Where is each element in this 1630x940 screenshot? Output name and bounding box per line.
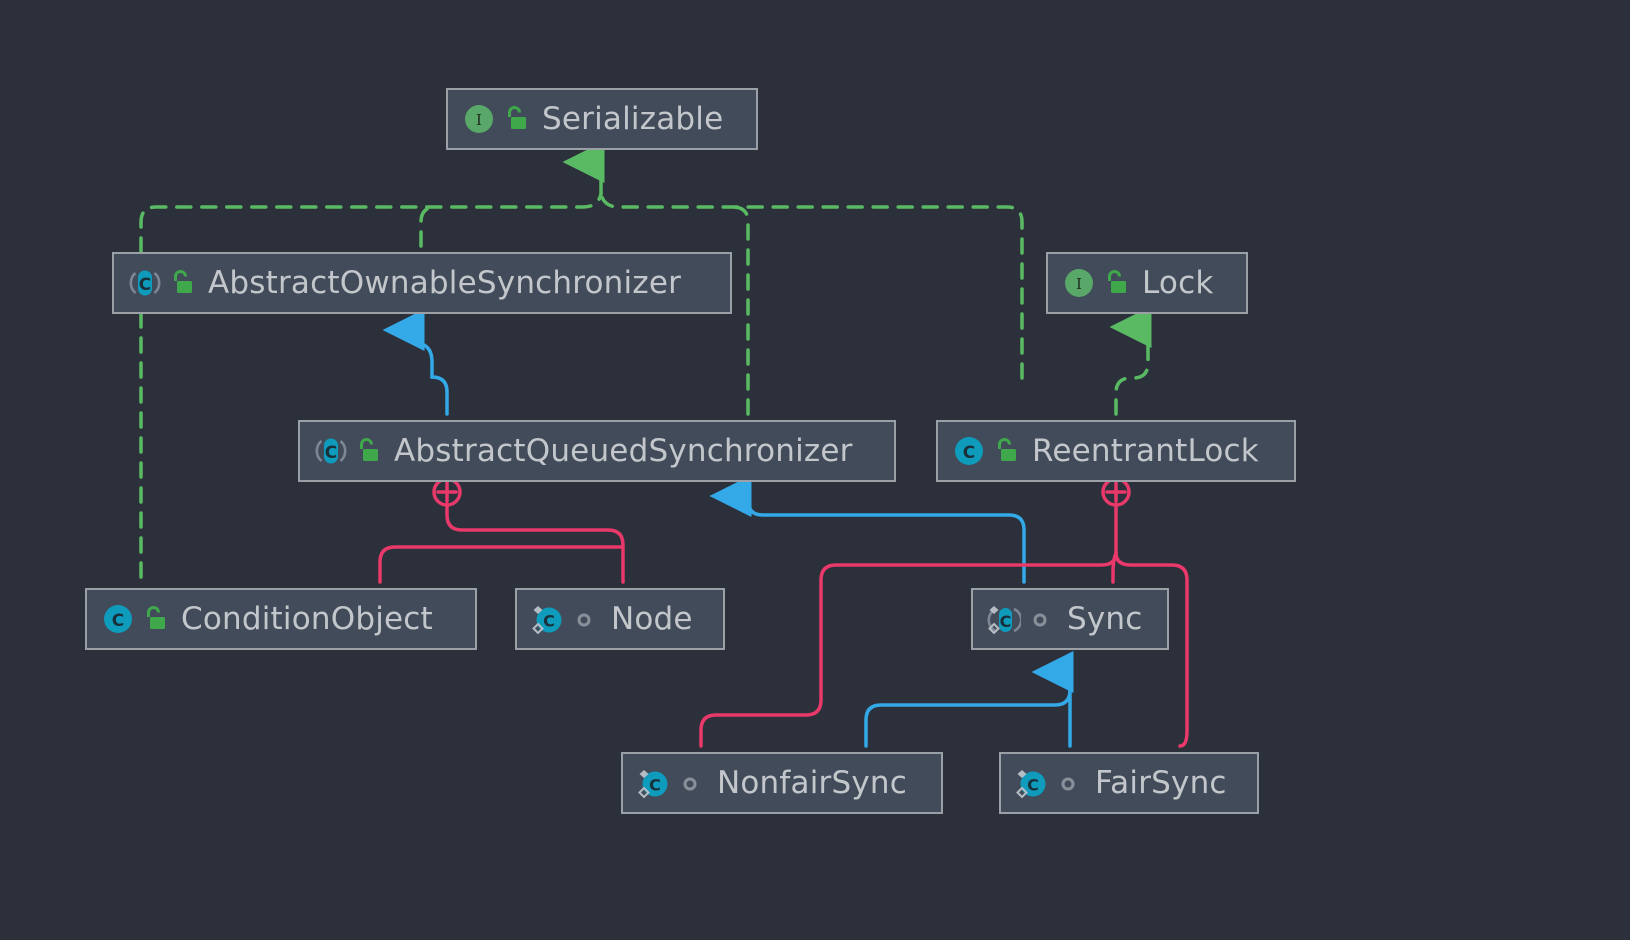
svg-text:I: I [476,111,482,129]
class-node-condition-object[interactable]: C ConditionObject [85,588,477,650]
class-node-nonfair-sync[interactable]: C NonfairSync [621,752,943,814]
package-private-icon [1027,605,1053,633]
inner-class-icon: C [1015,766,1049,800]
class-node-label: AbstractOwnableSynchronizer [208,264,682,301]
svg-text:C: C [112,611,124,631]
package-private-icon [677,769,703,797]
class-node-fair-sync[interactable]: C FairSync [999,752,1259,814]
interface-icon: I [462,102,496,136]
class-node-serializable[interactable]: I Serializable [446,88,758,150]
class-node-node[interactable]: C Node [515,588,725,650]
class-node-label: Node [611,600,693,637]
inner-class-icon: C [531,602,565,636]
class-icon: C [952,434,986,468]
svg-text:C: C [139,275,151,295]
inner-abstract-class-icon: C [987,602,1021,636]
class-node-sync[interactable]: C Sync [971,588,1169,650]
public-unlocked-icon [168,269,194,297]
class-node-label: NonfairSync [717,764,907,801]
class-node-abstract-ownable-synchronizer[interactable]: C AbstractOwnableSynchronizer [112,252,732,314]
class-node-label: Lock [1142,264,1214,301]
class-node-reentrant-lock[interactable]: C ReentrantLock [936,420,1296,482]
inner-class-marker-aqs [432,477,462,507]
svg-text:C: C [325,443,337,463]
public-unlocked-icon [502,105,528,133]
edge-aqs-inner-classes [378,502,625,584]
public-unlocked-icon [141,605,167,633]
edge-sync-extends-aqs [746,498,1026,584]
class-node-abstract-queued-synchronizer[interactable]: C AbstractQueuedSynchronizer [298,420,896,482]
package-private-icon [1055,769,1081,797]
abstract-class-icon: C [128,266,162,300]
class-node-label: Sync [1067,600,1143,637]
svg-text:C: C [963,443,975,463]
inner-class-marker-reentrantlock-plus [1105,481,1127,503]
interface-icon: I [1062,266,1096,300]
class-node-label: AbstractQueuedSynchronizer [394,432,853,469]
abstract-class-icon: C [314,434,348,468]
public-unlocked-icon [1102,269,1128,297]
class-node-label: ConditionObject [181,600,433,637]
class-icon: C [101,602,135,636]
inner-class-icon: C [637,766,671,800]
class-node-label: FairSync [1095,764,1227,801]
edge-reentrantlock-implements-lock [1114,350,1150,416]
class-node-label: ReentrantLock [1032,432,1259,469]
svg-text:C: C [649,776,661,795]
svg-text:C: C [1000,612,1012,631]
svg-text:C: C [1027,776,1039,795]
public-unlocked-icon [992,437,1018,465]
class-node-label: Serializable [542,100,724,137]
inner-class-marker-aqs-plus [436,481,458,503]
public-unlocked-icon [354,437,380,465]
inner-class-marker-reentrantlock [1101,477,1131,507]
svg-text:C: C [543,612,555,631]
edge-aqs-extends-aos [419,342,449,416]
edge-nonfairsync-extends-sync [864,674,1072,748]
svg-text:I: I [1076,275,1082,293]
package-private-icon [571,605,597,633]
class-node-lock[interactable]: I Lock [1046,252,1248,314]
